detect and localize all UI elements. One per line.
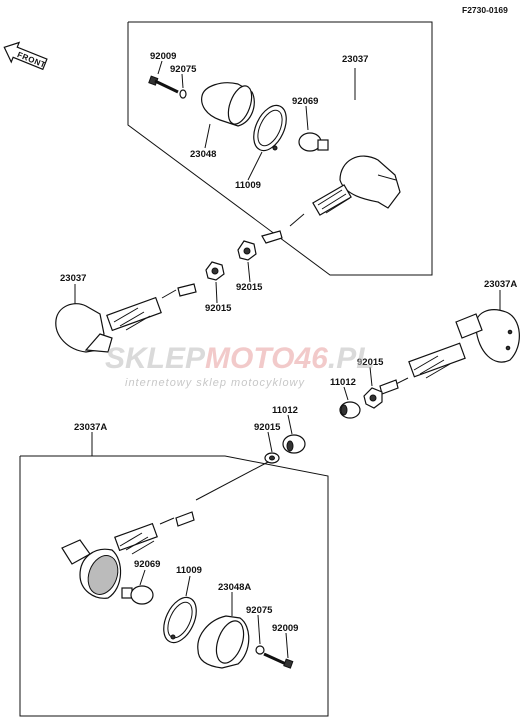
watermark-brand-mid: MOTO (205, 342, 294, 375)
grommet-92015-a (237, 240, 257, 261)
watermark-brand-num: 46 (293, 342, 328, 375)
lens-cap-23048A (197, 615, 250, 669)
label-leaders (74, 60, 501, 659)
grommet-92015-b (205, 261, 225, 281)
watermark-tagline: internetowy sklep motocyklowy (125, 377, 306, 389)
svg-text:SKLEPMOTO46.PL: SKLEPMOTO46.PL (105, 342, 375, 375)
label-92009-top: 92009 (150, 51, 176, 62)
washer-92015-d (264, 452, 280, 464)
lamp-23037A-right (379, 309, 520, 395)
top-group-outline (127, 21, 433, 276)
screw-92009-top (148, 75, 179, 94)
bottom-group-outline (19, 455, 329, 717)
label-92015-b: 92015 (205, 303, 232, 314)
front-direction-arrow: FRONT (3, 41, 48, 71)
bulb-92069-bottom (121, 585, 154, 605)
label-92009-bottom: 92009 (272, 623, 298, 634)
screw-92009-bottom (263, 652, 294, 669)
sleeve-11012-a (339, 401, 361, 419)
label-92069-bottom: 92069 (134, 559, 160, 570)
washer-92075-bottom (255, 645, 265, 655)
label-11012-b: 11012 (272, 405, 298, 416)
gasket-11009-top (253, 104, 287, 152)
label-23037-left: 23037 (60, 273, 86, 284)
sleeve-11012-b (282, 434, 306, 454)
label-92075-bottom: 92075 (246, 605, 273, 616)
label-92069-top: 92069 (292, 96, 318, 107)
label-11009-bottom: 11009 (176, 565, 202, 576)
lamp-housing-23037A-bottom (61, 511, 195, 599)
leader-wire-bottom (195, 461, 269, 501)
lens-cap-23048 (201, 82, 255, 127)
label-23037A-bottom: 23037A (74, 422, 107, 433)
label-23037-top: 23037 (342, 54, 368, 65)
label-23048: 23048 (190, 149, 216, 160)
label-11012-a: 11012 (330, 377, 356, 388)
label-23037A-right: 23037A (484, 279, 517, 290)
lamp-23037-left (55, 283, 197, 353)
bulb-92069-top (298, 132, 329, 152)
label-11009-top: 11009 (235, 180, 261, 191)
lamp-housing-23037-top (261, 155, 401, 244)
watermark: SKLEPMOTO46.PL internetowy sklep motocyk… (105, 342, 375, 389)
label-92075-top: 92075 (170, 64, 197, 75)
figure-code: F2730-0169 (462, 5, 508, 15)
watermark-brand-left: SKLEP (105, 342, 206, 375)
gasket-11009-bottom (163, 596, 197, 644)
label-92015-d: 92015 (254, 422, 281, 433)
label-23048A: 23048A (218, 582, 251, 593)
front-arrow-icon (3, 41, 48, 71)
label-92015-a: 92015 (236, 282, 263, 293)
watermark-brand-suffix: .PL (328, 342, 375, 375)
grommet-92015-c (363, 387, 383, 409)
washer-92075-top (179, 89, 187, 99)
label-92015-c: 92015 (357, 357, 384, 368)
